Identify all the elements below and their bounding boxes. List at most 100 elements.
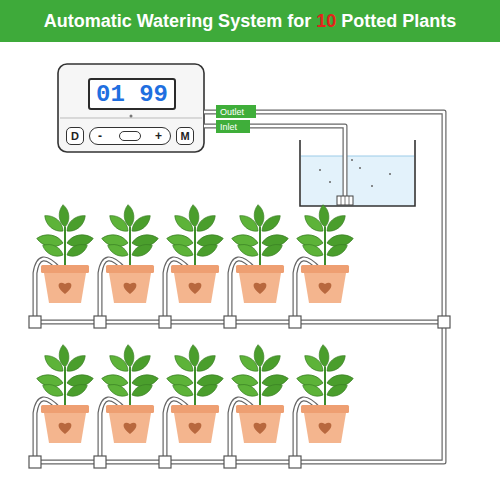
- leaf: [64, 212, 89, 235]
- stem: [194, 367, 196, 407]
- stem: [194, 227, 196, 267]
- pot-rim: [171, 265, 219, 273]
- bubble: [371, 185, 373, 187]
- pot-rim: [236, 265, 284, 273]
- filter-mesh: [341, 196, 342, 205]
- potted-plant: [101, 344, 159, 443]
- pot-rim: [41, 405, 89, 413]
- stem: [64, 227, 66, 267]
- inlet-tag: Inlet: [216, 120, 250, 133]
- leaf: [171, 381, 195, 399]
- leaf: [260, 241, 284, 259]
- water-surface: [301, 156, 414, 157]
- leaf: [236, 212, 261, 235]
- t-connector: [289, 316, 301, 328]
- bubble: [329, 181, 331, 183]
- bubble: [389, 173, 391, 175]
- pot-body: [44, 273, 86, 303]
- bubble: [359, 167, 361, 169]
- potted-plant: [296, 204, 354, 303]
- pot-rim: [171, 405, 219, 413]
- leaf: [260, 381, 284, 399]
- pot-body: [109, 273, 151, 303]
- stem: [129, 227, 131, 267]
- leaf: [236, 381, 260, 399]
- pot-heart: [319, 423, 332, 434]
- leaf: [301, 212, 326, 235]
- t-connector: [159, 316, 171, 328]
- potted-plant: [296, 344, 354, 443]
- potted-plant: [166, 204, 224, 303]
- outlet-tag: Outlet: [216, 105, 256, 118]
- pot-heart: [189, 423, 202, 434]
- leaf: [236, 352, 261, 375]
- pot-rim: [236, 405, 284, 413]
- filter-mesh: [349, 196, 350, 205]
- node-text: Outlet: [220, 107, 244, 117]
- t-connector: [94, 456, 106, 468]
- pot-heart: [59, 423, 72, 434]
- pot-body: [44, 413, 86, 443]
- pot-heart: [189, 283, 202, 294]
- t-connector: [159, 456, 171, 468]
- rocker-knob: [119, 131, 141, 141]
- leaf: [301, 352, 326, 375]
- pot-heart: [254, 423, 267, 434]
- digital-display: 01 99: [88, 78, 176, 110]
- t-connector: [29, 456, 41, 468]
- inlet-tube: [204, 126, 345, 197]
- inlet-tube-core: [204, 126, 345, 197]
- stem: [324, 227, 326, 267]
- pot-rim: [301, 405, 349, 413]
- pot-body: [174, 413, 216, 443]
- leaf: [106, 212, 131, 235]
- stem: [259, 367, 261, 407]
- potted-plants: [36, 204, 354, 443]
- leaf: [324, 352, 349, 375]
- pot-body: [239, 413, 281, 443]
- t-connector: [224, 316, 236, 328]
- node-text: D: [71, 130, 79, 142]
- water-container: [300, 140, 415, 206]
- pot-body: [174, 273, 216, 303]
- indicator-led: [130, 115, 133, 118]
- node-text: 01 99: [96, 81, 168, 108]
- pot-heart: [319, 283, 332, 294]
- pot-heart: [59, 283, 72, 294]
- leaf: [259, 352, 284, 375]
- leaf: [106, 381, 130, 399]
- stem: [64, 367, 66, 407]
- leaf: [324, 212, 349, 235]
- node-text: M: [180, 130, 189, 142]
- leaf: [236, 241, 260, 259]
- potted-plant: [166, 344, 224, 443]
- leaf: [106, 352, 131, 375]
- potted-plant: [231, 344, 289, 443]
- pot-heart: [124, 423, 137, 434]
- leaf: [65, 381, 89, 399]
- leaf: [130, 381, 154, 399]
- potted-plant: [36, 344, 94, 443]
- leaf: [171, 352, 196, 375]
- leaf: [129, 212, 154, 235]
- leaf: [259, 212, 284, 235]
- d-button: D: [66, 127, 84, 145]
- leaf: [325, 381, 349, 399]
- title: Automatic Watering System for 10 Potted …: [0, 0, 500, 42]
- m-button: M: [176, 127, 194, 145]
- bubble: [319, 169, 321, 171]
- leaf: [194, 212, 219, 235]
- leaf: [65, 241, 89, 259]
- leaf: [129, 352, 154, 375]
- leaf: [325, 241, 349, 259]
- potted-plant: [231, 204, 289, 303]
- leaf: [41, 381, 65, 399]
- node-text: -: [98, 129, 102, 143]
- tubing: [29, 112, 450, 468]
- filter-body: [337, 196, 353, 205]
- t-connector: [224, 456, 236, 468]
- bubble: [351, 159, 353, 161]
